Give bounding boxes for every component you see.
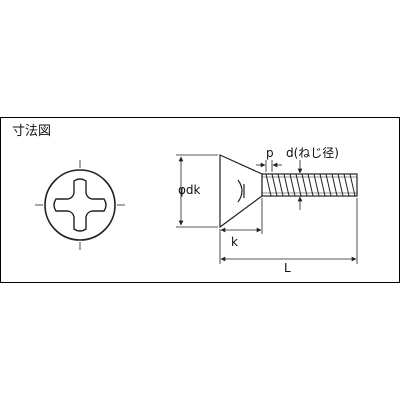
thread-diameter-label: d(ねじ径) [286,146,339,160]
panel-border [0,117,400,283]
head-height-dimension [219,198,263,264]
head-diameter-label: φdk [178,183,201,197]
head-height-label: k [231,235,238,249]
pitch-label: p [266,146,274,160]
phillips-head-icon [35,160,125,250]
flat-head-screw-icon [219,154,358,229]
length-label: L [284,261,291,275]
pitch-dimension [256,160,282,172]
panel-title: 寸法図 [12,124,51,139]
length-dimension [220,198,358,264]
head-diameter-dimension [176,154,218,228]
